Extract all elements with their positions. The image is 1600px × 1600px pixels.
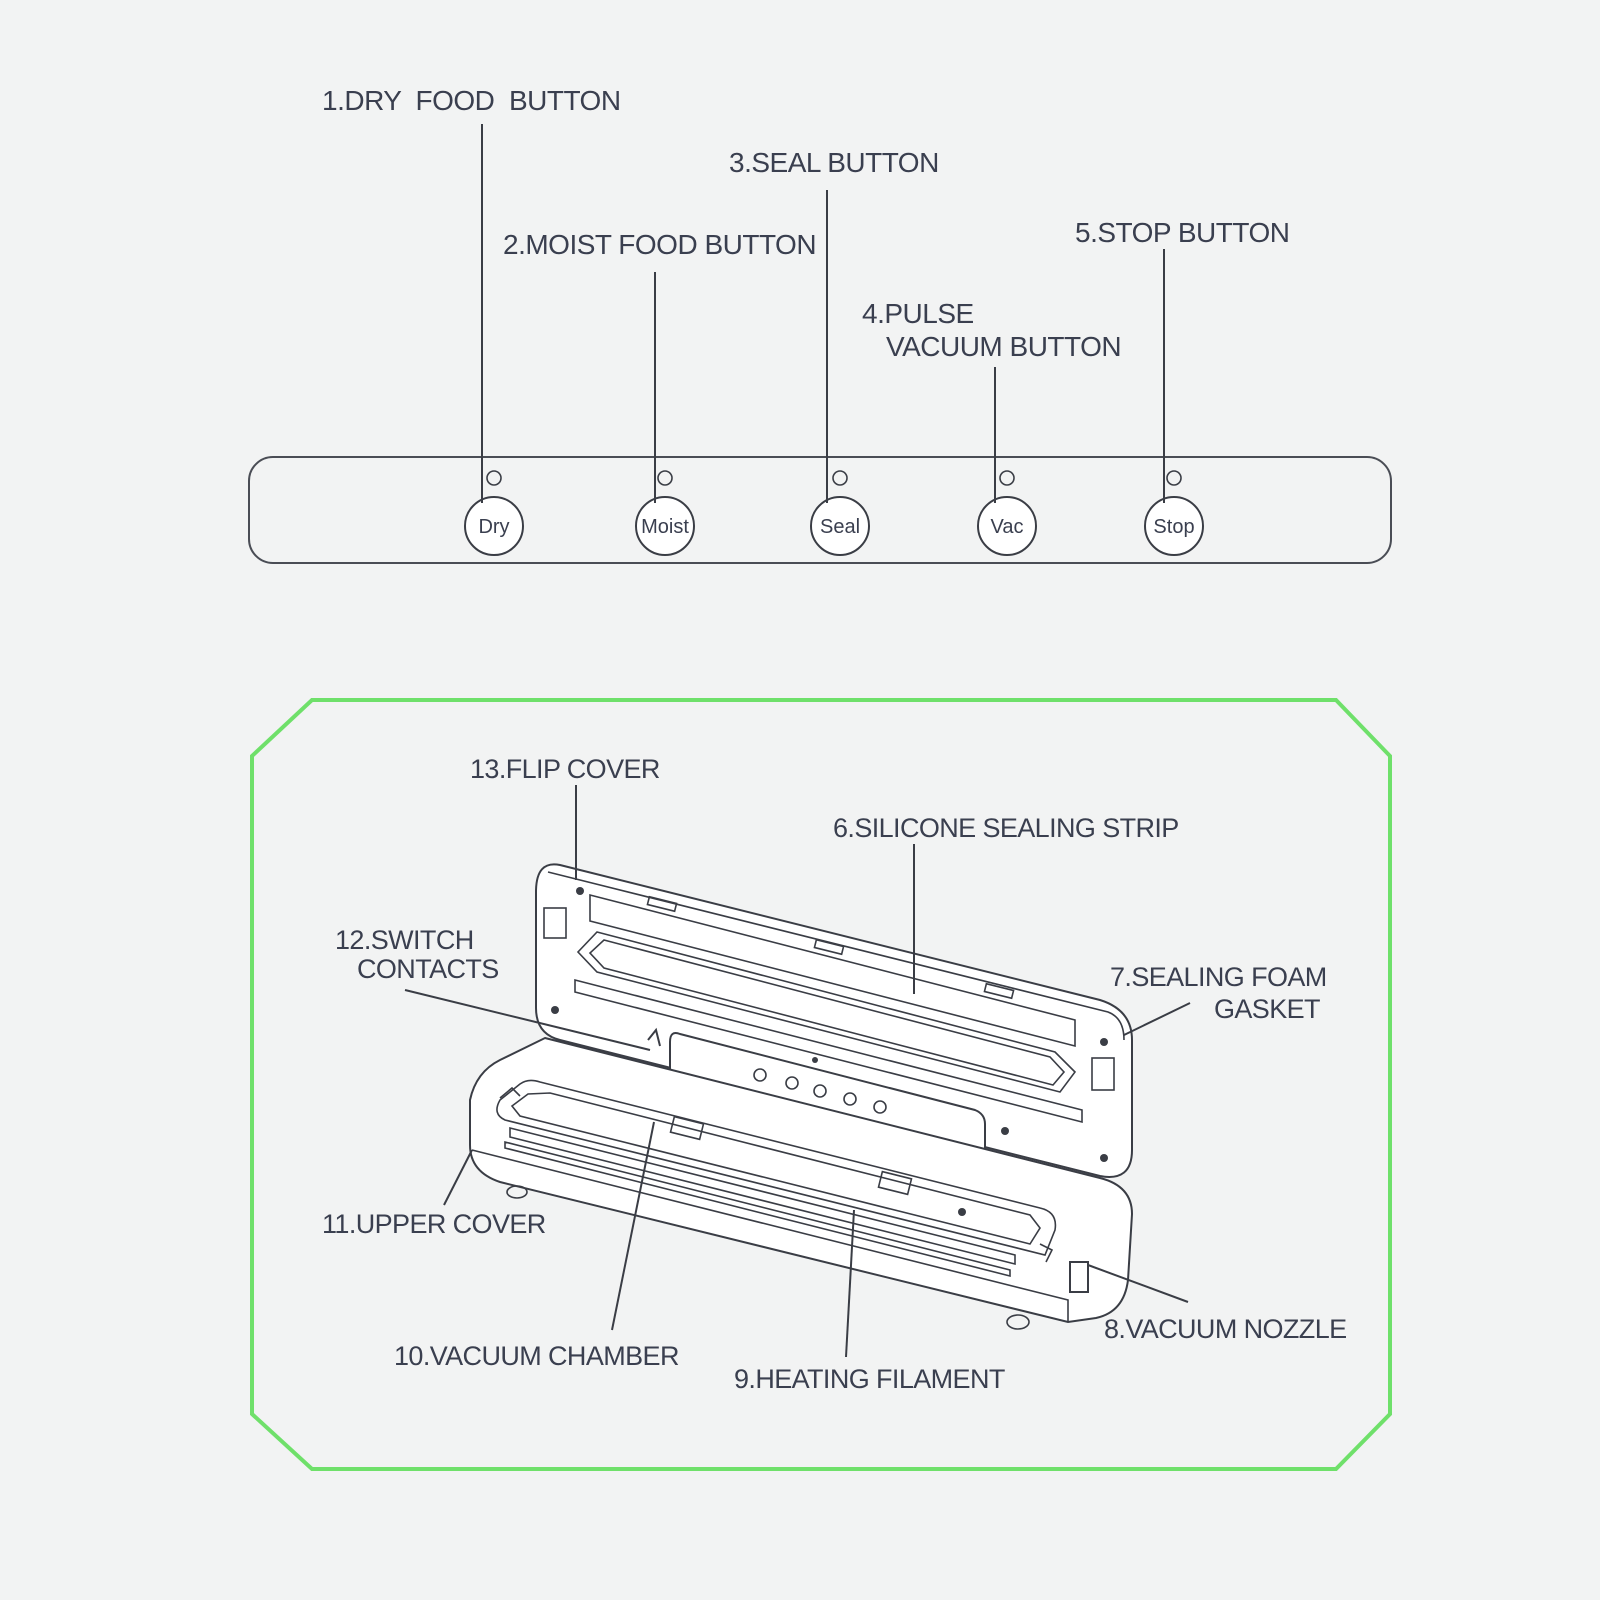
pulse-vacuum-label-line2: VACUUM BUTTON [886,331,1121,362]
stop-button-label: Stop [1153,516,1194,538]
seal-indicator-led [832,470,848,486]
vac-indicator-led [999,470,1015,486]
vacuum-nozzle-leader [1087,1264,1189,1303]
moist-button-label: Moist [641,516,689,538]
switch-contacts-leader [404,989,651,1051]
switch-contacts-label-line2: CONTACTS [357,954,499,984]
upper-cover-base [469,1036,1134,1330]
seal-button-label: Seal [820,516,860,538]
dry-indicator-led [486,470,502,486]
stop-indicator-led [1166,470,1182,486]
moist-button[interactable]: Moist [635,496,695,556]
vac-button[interactable]: Vac [977,496,1037,556]
foam-gasket-label-line2: GASKET [1214,994,1320,1024]
heating-filament-leader [845,1209,855,1358]
switch-contacts-label-line1: 12.SWITCH [335,925,474,955]
flip-cover-label: 13.FLIP COVER [470,754,660,784]
foam-gasket-leader [1123,1002,1191,1036]
dry-food-button-label: 1.DRY FOOD BUTTON [322,85,621,116]
upper-cover-label: 11.UPPER COVER [322,1209,546,1239]
heating-filament-label: 9.HEATING FILAMENT [734,1364,1005,1394]
control-panel-section: Dry Moist Seal Vac Stop 1.DRY FOOD BUTTO… [248,85,1392,564]
foam-gasket-label-line1: 7.SEALING FOAM [1110,962,1327,992]
machine-section: 13.FLIP COVER 6.SILICONE SEALING STRIP 1… [250,698,1392,1471]
silicone-strip-label: 6.SILICONE SEALING STRIP [833,813,1179,843]
vac-button-label: Vac [991,516,1024,538]
vacuum-chamber-leader [611,1121,655,1331]
flip-cover [535,863,1133,1178]
seal-button[interactable]: Seal [810,496,870,556]
vacuum-nozzle-label: 8.VACUUM NOZZLE [1104,1314,1347,1344]
seal-button-callout: 3.SEAL BUTTON [729,147,939,178]
pulse-vacuum-label-line1: 4.PULSE [862,298,974,329]
dry-button-label: Dry [478,516,509,538]
dry-button[interactable]: Dry [464,496,524,556]
stop-button[interactable]: Stop [1144,496,1204,556]
upper-cover-leader [443,1149,473,1206]
stop-button-callout: 5.STOP BUTTON [1075,217,1289,248]
moist-food-button-label: 2.MOIST FOOD BUTTON [503,229,816,260]
vacuum-chamber-label: 10.VACUUM CHAMBER [394,1341,679,1371]
moist-indicator-led [657,470,673,486]
